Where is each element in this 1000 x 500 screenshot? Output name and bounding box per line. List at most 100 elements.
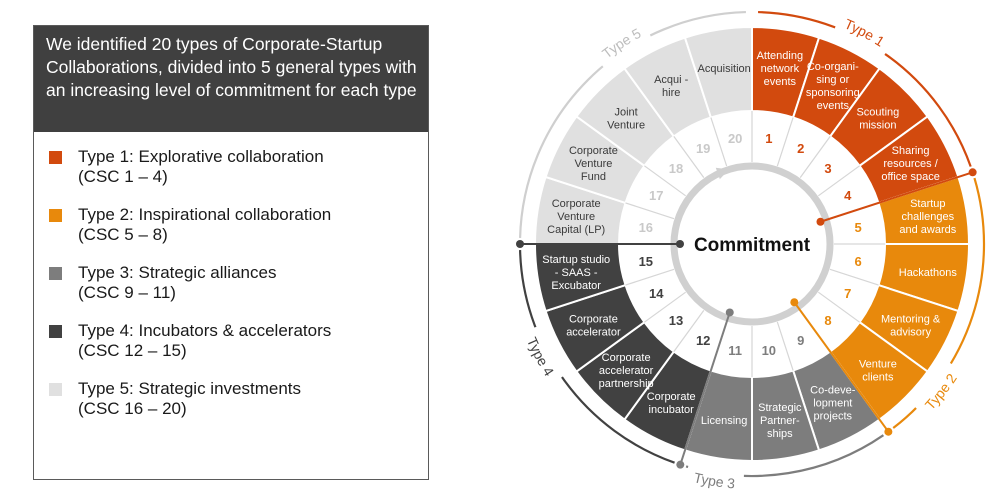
legend-label: Type 5: Strategic investments	[78, 379, 301, 398]
ring-divider	[644, 291, 687, 323]
segment-label-line: Attending	[757, 50, 803, 62]
segment-label-line: sponsoring	[806, 87, 860, 99]
segment-label-line: clients	[862, 371, 894, 383]
group-ring-4	[518, 250, 675, 464]
ring-divider	[817, 165, 860, 197]
legend-range: (CSC 5 – 8)	[78, 225, 168, 244]
segment-label-line: Corporate	[647, 391, 696, 403]
group-boundary-line	[820, 171, 973, 223]
segment-label-line: Venture	[859, 358, 897, 370]
segment-6: Hackathons	[877, 243, 971, 313]
segment-label: Mentoring &advisory	[881, 313, 941, 338]
ring-divider	[829, 268, 879, 286]
segment-label-line: accelerator	[566, 326, 621, 338]
legend-item-type-2: Type 2: Inspirational collaboration (CSC…	[46, 205, 331, 263]
segment-label-line: Corporate	[602, 352, 651, 364]
segment-label-line: Sharing	[892, 145, 930, 157]
segment-label-line: partnership	[599, 378, 654, 390]
segment-label-line: Capital (LP)	[547, 224, 605, 236]
segment-label-line: Licensing	[701, 415, 747, 427]
segment-label-line: Acquisition	[698, 63, 751, 75]
segment-15: Startup studio- SAAS -Excubator	[533, 243, 627, 313]
segment-number: 13	[669, 313, 683, 328]
ring-divider	[799, 136, 831, 179]
legend-swatch	[49, 151, 62, 164]
segment-label-line: Strategic	[758, 402, 802, 414]
segment-label-line: lopment	[813, 398, 852, 410]
legend-swatch	[49, 325, 62, 338]
group-label: Type 3	[692, 469, 736, 491]
segment-label-line: resources /	[883, 158, 938, 170]
legend-swatch	[49, 383, 62, 396]
segment-label-line: office space	[881, 171, 940, 183]
legend-range: (CSC 9 – 11)	[78, 283, 176, 302]
segment-label-line: Scouting	[856, 107, 899, 119]
segment-label-line: projects	[814, 411, 853, 423]
ring-divider	[644, 165, 687, 197]
segment-label: Acquisition	[698, 63, 751, 75]
segment-number: 11	[728, 343, 742, 358]
legend-swatch	[49, 209, 62, 222]
segment-number: 19	[696, 141, 710, 156]
segment-19: Acqui -hire	[623, 36, 713, 138]
segment-number: 12	[696, 333, 710, 348]
segment-label-line: Corporate	[569, 313, 618, 325]
segment-number: 3	[824, 161, 831, 176]
ring-divider	[776, 321, 794, 371]
segment-label-line: Partner-	[760, 415, 800, 427]
segment-label-line: advisory	[890, 326, 931, 338]
legend-swatch	[49, 267, 62, 280]
commitment-arrow-head	[715, 167, 730, 180]
ring-divider	[710, 117, 728, 167]
segment-number: 20	[728, 131, 742, 146]
group-boundary-dot	[968, 168, 977, 177]
segment-label-line: sing or	[816, 74, 849, 86]
group-boundary-line	[679, 312, 731, 465]
segment-label-line: hire	[662, 87, 680, 99]
group-boundary-dot	[676, 240, 684, 248]
segment-label-line: Co-deve-	[810, 385, 856, 397]
segment-label-line: Joint	[615, 107, 638, 119]
segment-label-line: Corporate	[552, 198, 601, 210]
group-boundary-dot	[516, 240, 524, 248]
segment-label-line: Hackathons	[899, 267, 958, 279]
segment-number: 14	[649, 286, 664, 301]
segment-label-line: incubator	[649, 404, 695, 416]
panel-header: We identified 20 types of Corporate-Star…	[34, 26, 428, 132]
segment-label: Startup studio- SAAS -Excubator	[542, 254, 610, 292]
segment-number: 7	[844, 286, 851, 301]
group-label-text: Type 3	[692, 469, 736, 491]
segment-number: 16	[639, 220, 653, 235]
ring-divider	[625, 202, 675, 220]
legend-item-type-4: Type 4: Incubators & accelerators (CSC 1…	[46, 321, 331, 379]
legend-label: Type 4: Incubators & accelerators	[78, 321, 332, 340]
segment-label-line: ships	[767, 428, 793, 440]
segment-label-line: Acqui -	[654, 74, 689, 86]
legend-item-type-3: Type 3: Strategic alliances (CSC 9 – 11)	[46, 263, 331, 321]
segment-label-line: Fund	[581, 171, 606, 183]
segment-number: 10	[762, 343, 776, 358]
segment-number: 8	[824, 313, 831, 328]
group-boundary-dot	[816, 217, 825, 226]
segment-number: 17	[649, 188, 663, 203]
segment-number: 6	[855, 254, 862, 269]
group-boundary-dot	[676, 460, 685, 469]
segment-number: 2	[797, 141, 804, 156]
segment-label-line: Corporate	[569, 145, 618, 157]
group-boundary-line	[793, 301, 890, 433]
segment-label-line: Startup	[910, 198, 945, 210]
segment-number: 9	[797, 333, 804, 348]
ring-divider	[776, 117, 794, 167]
